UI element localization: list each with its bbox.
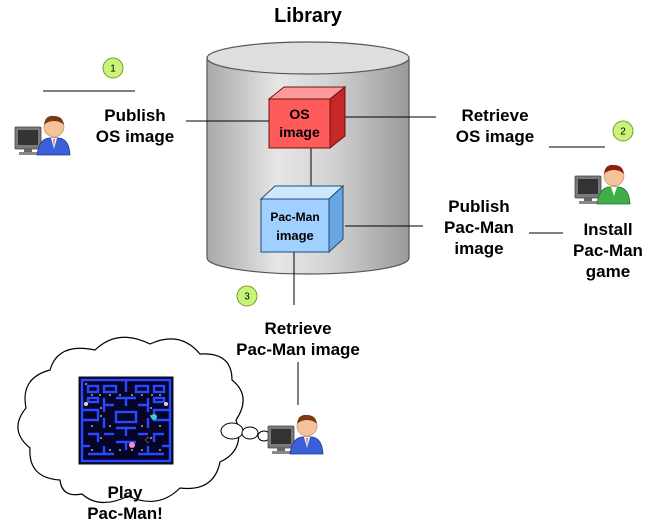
retrieve-os-line-2: OS image — [455, 127, 535, 146]
publish-os-line-2: OS image — [95, 127, 175, 146]
maze-walls-icon — [80, 378, 172, 463]
install-line-1: Install — [583, 220, 633, 239]
pacman-image-box: Pac-Man image — [259, 184, 345, 254]
publish-pacman-line-2: Pac-Man — [444, 218, 514, 237]
step-3-number: 3 — [244, 292, 250, 303]
retrieve-pacman-label: Retrieve Pac-Man image — [218, 318, 378, 360]
retrieve-os-line-1: Retrieve — [461, 106, 529, 125]
connector-lines — [43, 90, 605, 405]
pacman-box-label-1: Pac-Man — [270, 210, 319, 224]
pacman-box-label-2: image — [276, 228, 314, 243]
pacman-game-screen — [78, 376, 174, 465]
os-image-box: OS image — [267, 85, 347, 150]
step-badge-3: 3 — [236, 285, 258, 307]
publish-pacman-line-3: image — [454, 239, 504, 258]
publish-pacman-line-1: Publish — [448, 197, 510, 216]
user-player-icon — [267, 414, 324, 455]
retrieve-pacman-line-1: Retrieve — [264, 319, 332, 338]
publish-pacman-label: Publish Pac-Man image — [428, 196, 530, 259]
install-pacman-label: Install Pac-Man game — [560, 219, 656, 282]
library-title: Library — [274, 5, 342, 27]
step-badge-1: 1 — [102, 57, 124, 79]
play-line-1: Play — [107, 483, 143, 502]
publish-os-label: Publish OS image — [80, 105, 190, 147]
install-line-2: Pac-Man — [573, 241, 643, 260]
step-1-number: 1 — [110, 64, 116, 75]
ghost-pink-icon — [129, 442, 135, 448]
user-installer-icon — [574, 164, 631, 205]
user-publisher-icon — [14, 115, 71, 156]
os-box-label-1: OS — [289, 106, 309, 122]
pacman-icon — [145, 437, 149, 443]
os-box-label-2: image — [279, 124, 320, 140]
play-pacman-label: Play Pac-Man! — [70, 482, 180, 524]
publish-os-line-1: Publish — [104, 106, 166, 125]
step-2-number: 2 — [620, 127, 626, 138]
library-cylinder — [206, 41, 410, 275]
play-line-2: Pac-Man! — [87, 504, 163, 523]
install-line-3: game — [585, 262, 631, 281]
ghost-cyan-icon — [151, 414, 157, 420]
retrieve-pacman-line-2: Pac-Man image — [236, 340, 360, 359]
step-badge-2: 2 — [612, 120, 634, 142]
retrieve-os-label: Retrieve OS image — [438, 105, 552, 147]
